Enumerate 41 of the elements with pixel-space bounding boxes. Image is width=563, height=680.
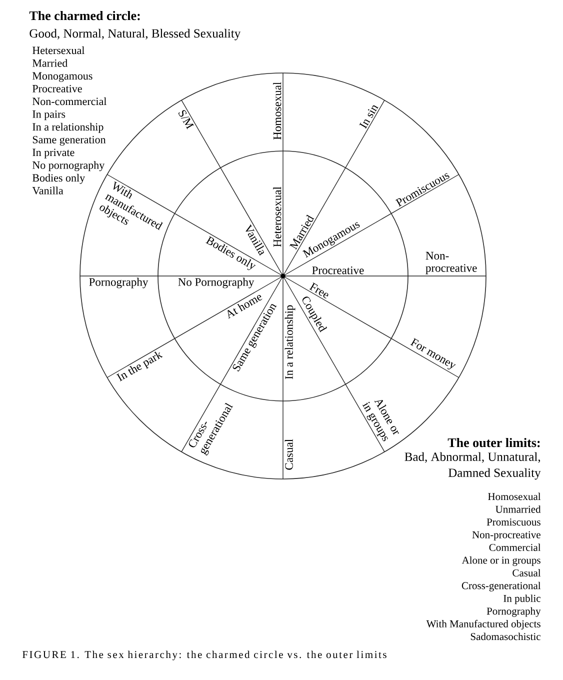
category-label: Pornography [89,278,148,288]
list-item: Homosexual [488,492,541,500]
list-item: Hetersexual [32,46,85,54]
list-item: Procreative [32,84,82,92]
category-label: In a relationship [284,305,296,380]
category-label: Homosexual [273,82,282,140]
list-item: Promiscuous [486,518,540,526]
list-item: Cross-generational [462,582,541,592]
list-item: In public [504,594,540,604]
list-item: Vanilla [32,186,64,194]
category-label: Free [309,282,328,298]
list-item: Unmarried [496,505,541,513]
heading: The charmed circle: [29,10,140,20]
subheading: Bad, Abnormal, Unnatural, Damned Sexuality [404,452,541,480]
list-item: In a relationship [32,122,104,133]
list-item: No pornography [32,161,105,172]
list-item: Same generation [32,136,106,146]
list-item: Commercial [489,544,541,552]
list-item: Bodies only [32,174,86,184]
list-item: Married [32,59,68,67]
list-item: Casual [512,569,541,576]
list-item: Monogamous [32,72,92,82]
category-label: Heterosexual [273,186,282,247]
category-label: S/M [178,110,194,130]
figure-caption: FIGURE 1. The sex hierarchy: the charmed circle vs. the outer limits [22,650,386,660]
list-item: Sadomasochistic [470,632,540,640]
category-label: In sin [359,105,378,129]
list-item: In private [32,148,74,158]
category-label: Casual [284,439,293,470]
category-label: Procreative [312,266,364,274]
category-label: In the park [116,352,163,382]
category-label: No Pornography [178,278,254,288]
heading: The outer limits: [448,438,540,448]
list-item: Non-procreative [472,531,540,540]
category-label: Non-procreative [426,252,477,274]
list-item: Pornography [486,607,541,617]
subheading: Good, Normal, Natural, Blessed Sexuality [30,28,241,40]
list-item: With Manufactured objects [426,620,540,630]
list-item: Alone or in groups [462,556,540,566]
list-item: Non-commercial [32,97,107,106]
list-item: In pairs [32,110,66,120]
